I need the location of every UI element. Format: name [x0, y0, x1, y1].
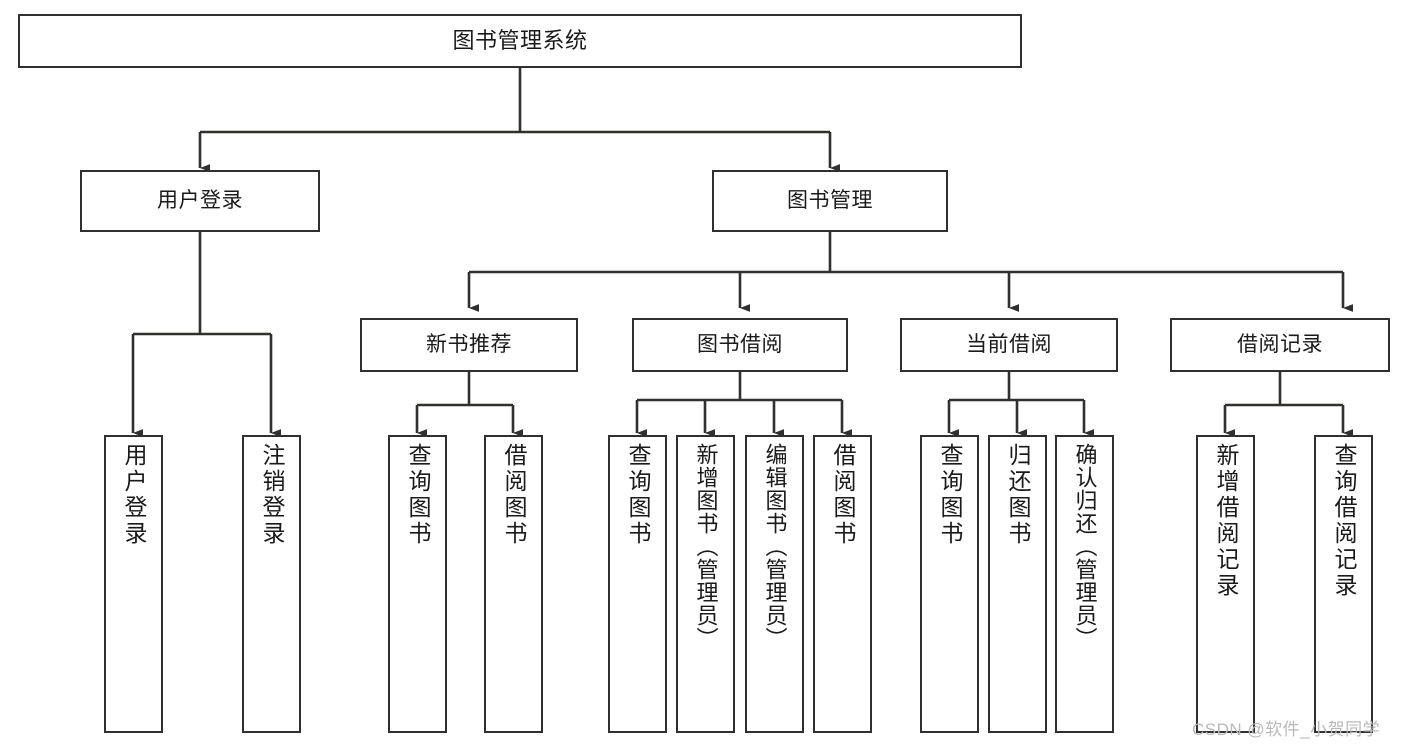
node-label: 查询图书 [625, 443, 651, 547]
leaf-current-borrow-confirm-return[interactable]: 确认归还（管理员） [1055, 435, 1114, 733]
leaf-new-book-borrow[interactable]: 借阅图书 [484, 435, 543, 733]
node-label: 用户登录 [121, 443, 147, 547]
leaf-borrow-record-query[interactable]: 查询借阅记录 [1314, 435, 1373, 733]
node-book-borrow[interactable]: 图书借阅 [632, 318, 848, 372]
node-label: 图书管理系统 [452, 28, 588, 54]
node-label: 新书推荐 [426, 332, 512, 356]
leaf-book-borrow-query[interactable]: 查询图书 [608, 435, 667, 733]
node-label: 确认归还（管理员） [1072, 443, 1098, 650]
node-label: 查询图书 [405, 443, 431, 547]
node-label: 借阅图书 [501, 443, 527, 547]
node-root-system[interactable]: 图书管理系统 [18, 14, 1022, 68]
leaf-current-borrow-return[interactable]: 归还图书 [988, 435, 1047, 733]
node-new-book-recommend[interactable]: 新书推荐 [360, 318, 578, 372]
node-borrow-record[interactable]: 借阅记录 [1170, 318, 1390, 372]
node-book-management[interactable]: 图书管理 [712, 170, 948, 232]
leaf-current-borrow-query[interactable]: 查询图书 [920, 435, 979, 733]
node-label: 借阅图书 [830, 443, 856, 547]
node-label: 新增借阅记录 [1213, 443, 1239, 599]
leaf-borrow-record-add[interactable]: 新增借阅记录 [1196, 435, 1255, 733]
node-label: 归还图书 [1005, 443, 1031, 547]
node-label: 当前借阅 [966, 332, 1052, 356]
leaf-new-book-query[interactable]: 查询图书 [388, 435, 447, 733]
node-current-borrow[interactable]: 当前借阅 [900, 318, 1118, 372]
node-label: 查询借阅记录 [1331, 443, 1357, 599]
node-label: 用户登录 [157, 188, 243, 212]
node-label: 新增图书（管理员） [693, 443, 719, 650]
node-label: 图书管理 [787, 188, 873, 212]
node-label: 查询图书 [937, 443, 963, 547]
node-label: 图书借阅 [697, 332, 783, 356]
node-label: 借阅记录 [1237, 332, 1323, 356]
node-label: 注销登录 [259, 443, 285, 547]
leaf-user-login-signin[interactable]: 用户登录 [104, 435, 163, 733]
leaf-book-borrow-edit[interactable]: 编辑图书（管理员） [745, 435, 804, 733]
csdn-watermark: CSDN @软件_小贺同学 [1192, 720, 1381, 739]
leaf-book-borrow-lend[interactable]: 借阅图书 [813, 435, 872, 733]
leaf-user-login-signout[interactable]: 注销登录 [242, 435, 301, 733]
node-user-login[interactable]: 用户登录 [80, 170, 320, 232]
leaf-book-borrow-add[interactable]: 新增图书（管理员） [676, 435, 735, 733]
node-label: 编辑图书（管理员） [762, 443, 788, 650]
